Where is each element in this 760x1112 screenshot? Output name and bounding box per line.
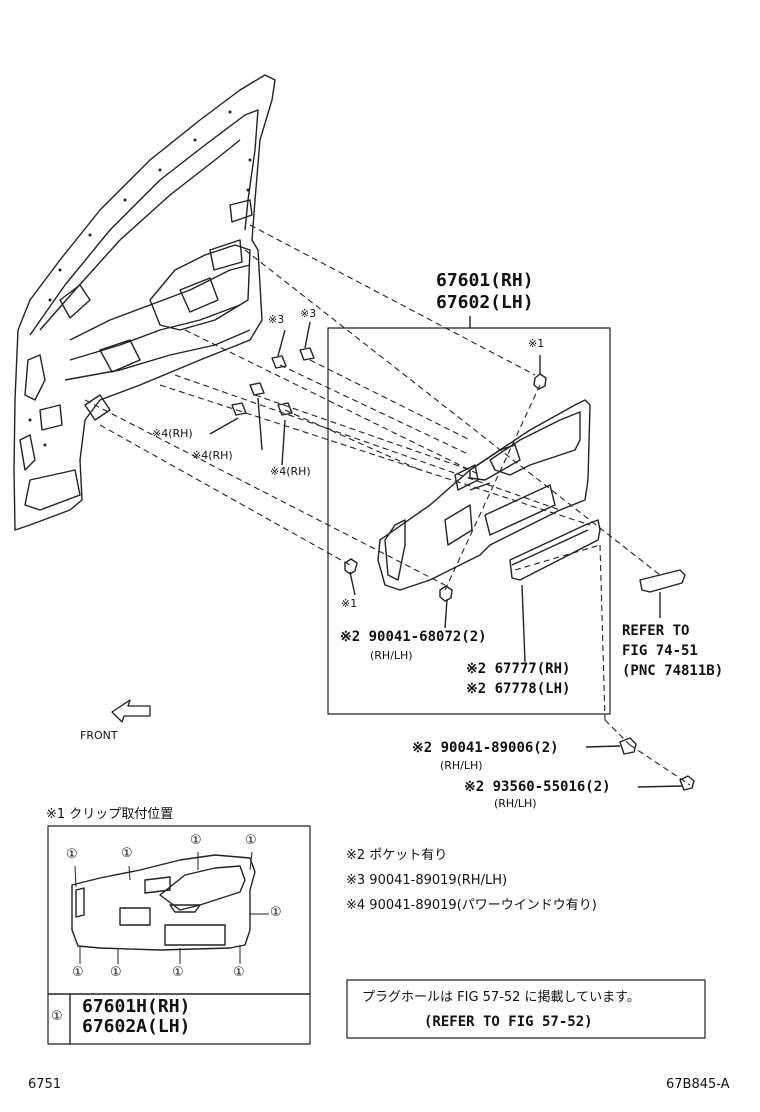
plug-note-jp: プラグホールは FIG 57-52 に掲載しています。 xyxy=(362,990,640,1005)
front-label: FRONT xyxy=(80,729,118,742)
inset-marker: ① xyxy=(245,833,257,848)
note-screw3: ※3 90041-89019(RH/LH) xyxy=(346,873,508,888)
footer-drawing-code: 67B845-A xyxy=(666,1077,730,1092)
screw-89006-number: ※2 90041-89006(2) xyxy=(412,740,559,756)
clip4-label-a: ※4(RH) xyxy=(152,427,193,440)
main-part-lh: 67602(LH) xyxy=(436,292,534,313)
front-arrow-icon xyxy=(111,699,151,723)
clip-note-top: ※1 xyxy=(528,337,545,350)
refer-line3: (PNC 74811B) xyxy=(622,663,724,679)
refer-line2: FIG 74-51 xyxy=(622,643,698,659)
inset-legend-symbol: ① xyxy=(51,1009,63,1024)
screw-68072-sub: (RH/LH) xyxy=(370,649,413,662)
pocket-part xyxy=(509,519,601,581)
screw-68072-number: ※2 90041-68072(2) xyxy=(340,629,487,645)
door-trim-panel xyxy=(377,399,591,591)
inset-part-rh: 67601H(RH) xyxy=(82,996,191,1017)
clip4-label-b: ※4(RH) xyxy=(192,449,233,462)
pocket-lh: ※2 67778(LH) xyxy=(466,681,571,697)
note-pocket: ※2 ポケット有り xyxy=(346,848,448,863)
pocket-rh: ※2 67777(RH) xyxy=(466,661,571,677)
screw-89006-sub: (RH/LH) xyxy=(440,759,483,772)
inset-marker: ① xyxy=(270,905,282,920)
screw-93560-sub: (RH/LH) xyxy=(494,797,537,810)
inset-marker: ① xyxy=(72,965,84,980)
screw3-label-a: ※3 xyxy=(268,313,285,326)
inset-marker: ① xyxy=(121,846,133,861)
clip-note-bottom: ※1 xyxy=(341,597,358,610)
inset-marker: ① xyxy=(66,847,78,862)
screw3-label-b: ※3 xyxy=(300,307,317,320)
screw-93560-number: ※2 93560-55016(2) xyxy=(464,779,611,795)
clip4-label-c: ※4(RH) xyxy=(270,465,311,478)
footer-figure-number: 6751 xyxy=(28,1077,62,1092)
inset-marker: ① xyxy=(190,833,202,848)
inset-marker: ① xyxy=(172,965,184,980)
plug-note-en: (REFER TO FIG 57-52) xyxy=(424,1014,593,1030)
refer-line1: REFER TO xyxy=(622,623,690,639)
main-part-rh: 67601(RH) xyxy=(436,270,534,291)
note-screw4: ※4 90041-89019(パワーウインドウ有り) xyxy=(346,898,597,913)
fasteners xyxy=(231,347,695,791)
inset-marker: ① xyxy=(233,965,245,980)
inset-title: ※1 クリップ取付位置 xyxy=(46,807,174,822)
inset-part-lh: 67602A(LH) xyxy=(82,1016,191,1037)
inset-marker: ① xyxy=(110,965,122,980)
door-inner-panel xyxy=(13,74,276,531)
